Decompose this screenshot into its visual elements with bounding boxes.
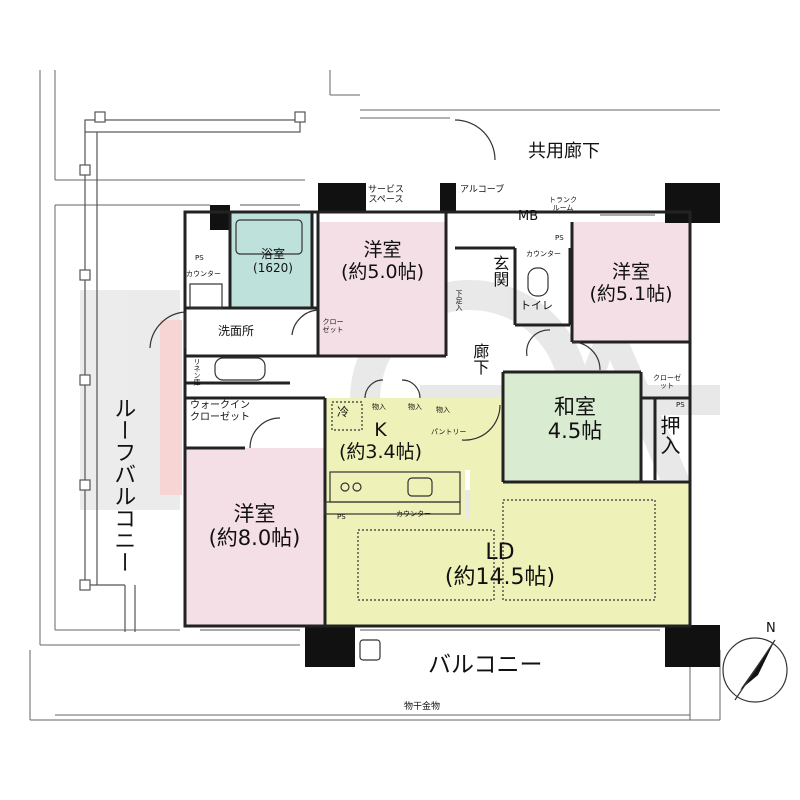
bedroom-3-size: (約8.0帖) <box>208 526 301 551</box>
trunk-room-label: トランクルーム <box>549 196 577 213</box>
north-label: N <box>766 621 776 636</box>
washroom-label: 洗面所 <box>218 324 255 338</box>
bath-label: 浴室 (1620) <box>248 247 298 276</box>
room-fills <box>185 212 690 626</box>
storage-label-1: 物入 <box>372 403 386 411</box>
walk-in-closet-line1: ウォークイン <box>190 400 250 411</box>
pantry-label: パントリー <box>431 428 467 436</box>
ld-name: LD <box>485 540 515 565</box>
bedroom-1-fill <box>318 222 446 356</box>
bedroom-1-size: (約5.0帖) <box>340 260 425 283</box>
ps-label-entry: PS <box>555 234 564 242</box>
japanese-room-fill <box>503 372 641 482</box>
roof-balcony-fence <box>79 111 306 632</box>
compass <box>722 637 788 703</box>
entrance-label: 玄関 <box>490 255 510 287</box>
kitchen-fill <box>325 398 465 526</box>
corridor-label: 廊下 <box>470 343 490 375</box>
laundry-hardware-label: 物干金物 <box>404 702 441 712</box>
japanese-room-label: 和室 4.5帖 <box>535 395 615 443</box>
common-corridor-label: 共用廊下 <box>528 141 600 162</box>
bath-size: (1620) <box>253 260 293 275</box>
ld-fill <box>325 398 690 626</box>
japanese-room-size: 4.5帖 <box>547 419 603 444</box>
bedroom-2-fill <box>572 222 690 342</box>
bedroom-3-label: 洋室 (約8.0帖) <box>192 502 317 550</box>
service-space-line1: サービス <box>368 185 405 195</box>
bedroom-3-fill <box>185 448 325 626</box>
bedroom-1-name: 洋室 <box>363 239 402 261</box>
kitchen-label: K (約3.4帖) <box>328 419 433 464</box>
walk-in-closet-label: ウォークイン クローゼット <box>190 400 250 423</box>
closet-label-1: クローゼット <box>322 318 344 335</box>
roof-balcony-label: ルーフバルコニー <box>110 397 136 573</box>
mb-label: MB <box>518 209 539 224</box>
toilet-bowl <box>527 267 549 297</box>
bath-name: 浴室 <box>260 247 285 261</box>
bathtub <box>235 219 303 255</box>
toilet-label: トイレ <box>520 299 553 312</box>
ld-size: (約14.5帖) <box>444 565 556 591</box>
kitchen-size: (約3.4帖) <box>338 440 423 463</box>
bedroom-1-label: 洋室 (約5.0帖) <box>325 239 440 284</box>
bedroom-2-size: (約5.1帖) <box>589 282 673 305</box>
storage-label-3: 物入 <box>436 406 450 414</box>
bath-fill <box>230 212 312 308</box>
fridge-label: 冷 <box>337 405 350 419</box>
linen-label: リネン庫 <box>193 358 202 386</box>
walk-in-closet-line2: クローゼット <box>190 411 250 423</box>
counter-label-bath: カウンター <box>186 270 221 278</box>
bedroom-2-label: 洋室 (約5.1帖) <box>575 261 687 306</box>
service-space-label: サービス スペース <box>368 185 404 206</box>
bedroom-2-name: 洋室 <box>611 261 650 283</box>
balcony-label: バルコニー <box>428 652 543 678</box>
alcove-label: アルコーブ <box>460 185 505 195</box>
fridge-space <box>331 401 363 431</box>
sink <box>189 283 223 309</box>
washing-basin <box>214 357 266 381</box>
windows <box>200 204 660 631</box>
ld-label: LD (約14.5帖) <box>425 540 575 591</box>
ps-label-kitchen: PS <box>337 513 346 521</box>
counter-label-kitchen: カウンター <box>396 510 431 518</box>
service-space-line2: スペース <box>368 195 404 206</box>
shoe-box-label: 下足入 <box>455 290 464 311</box>
bedroom-3-name: 洋室 <box>233 502 276 526</box>
ps-label-bath: PS <box>195 254 204 262</box>
ps-label-japanese: PS <box>676 401 685 409</box>
fixtures <box>149 119 656 661</box>
japanese-room-name: 和室 <box>554 395 596 419</box>
walls <box>210 183 720 667</box>
closet-label-2: クローゼット <box>653 374 681 391</box>
kitchen-name: K <box>374 419 387 441</box>
storage-label-2: 物入 <box>408 403 422 411</box>
counter-label-toilet: カウンター <box>526 250 561 258</box>
ld-dotted-area <box>357 529 495 601</box>
oshiire-label: 押入 <box>657 415 681 455</box>
